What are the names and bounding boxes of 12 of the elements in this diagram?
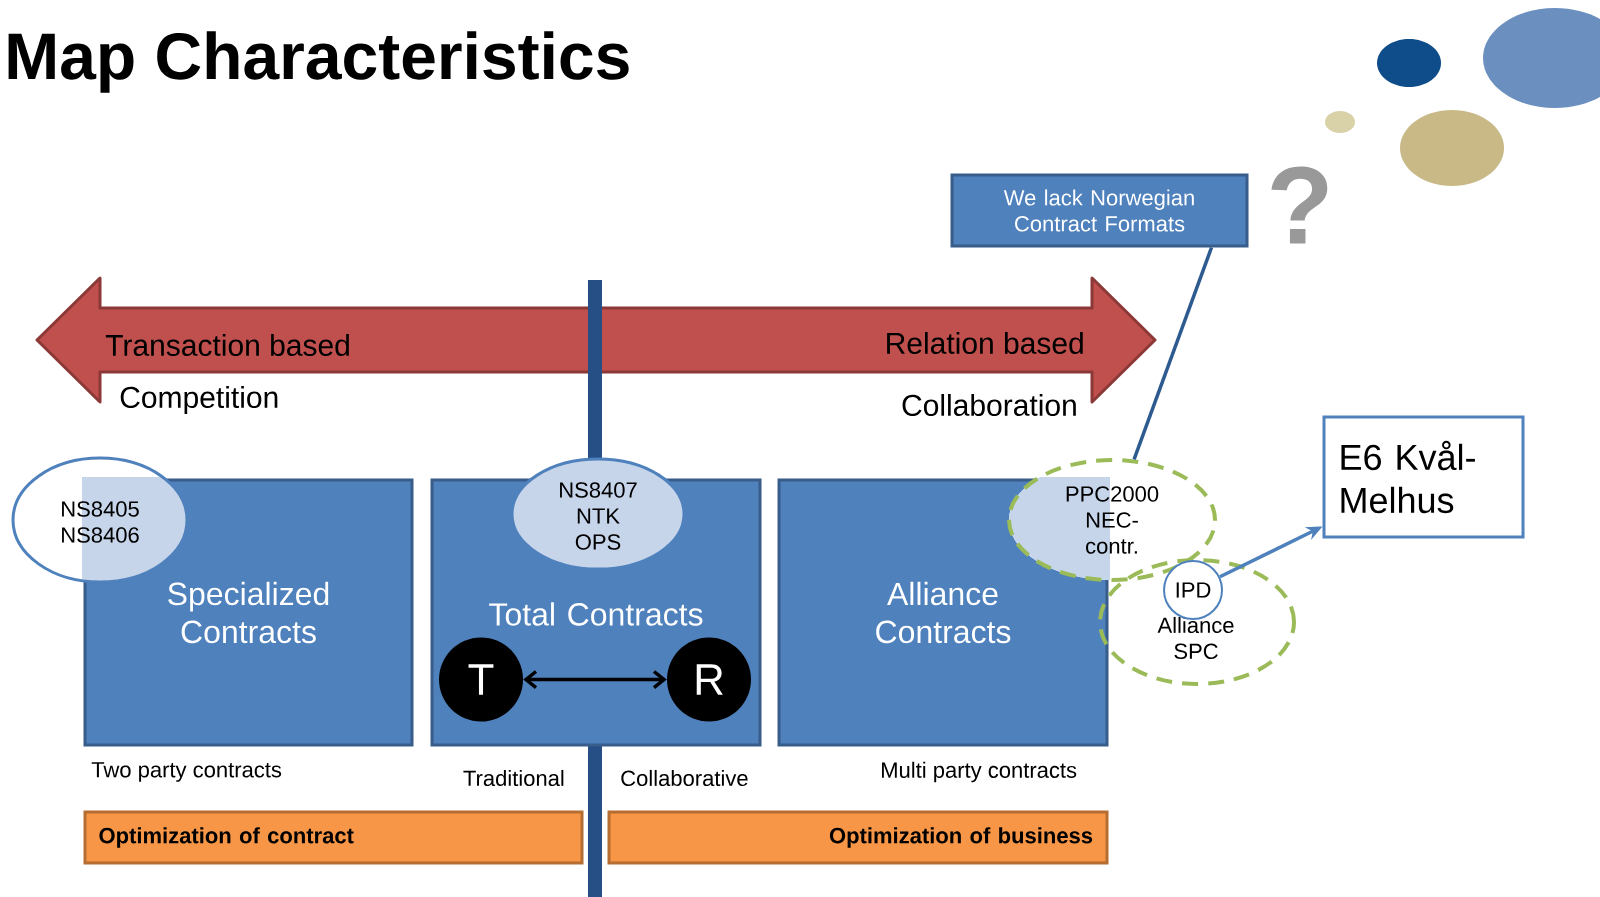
title: Map Characteristics [8,31,629,93]
caption-text: Multi party contracts [882,761,1077,783]
caption-text: Two party contracts [91,762,282,782]
arrow [523,670,667,689]
note-box: E6 Kvål-Melhus [1322,415,1525,539]
note-box: We lack Norwegian Contract Formats [950,173,1249,248]
leader-line [1132,246,1214,460]
question-mark: ? [1271,166,1328,244]
caption-text: Collaborative [621,769,748,787]
banner-bar: Optimization of business [607,810,1109,865]
caption-text: Traditional [463,769,564,787]
banner-bar: Optimization of contract [83,810,584,865]
